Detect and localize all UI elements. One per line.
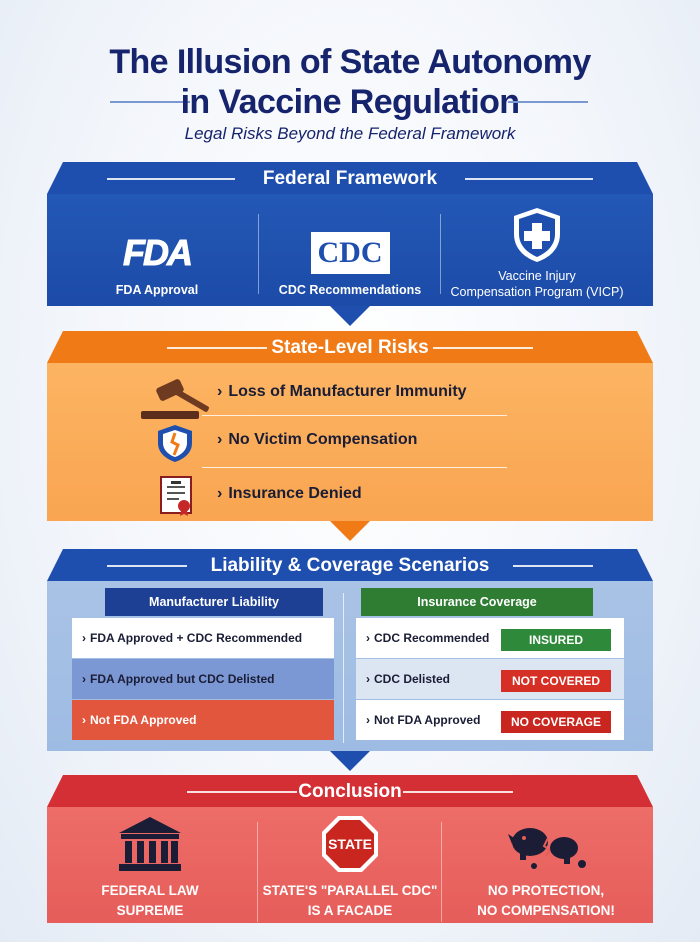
federal-framework-section: Federal Framework FDA FDA Approval CDC C… [47, 162, 653, 306]
state-facade-line-1: STATE'S "PARALLEL CDC" [262, 883, 438, 898]
arrow-down-icon [330, 521, 370, 541]
conclusion-item-no-protection: NO PROTECTION, NO COMPENSATION! [451, 815, 641, 921]
federal-item-fda: FDA FDA Approval [67, 224, 247, 298]
title-decor-line-left [110, 101, 190, 103]
risk-label: Insurance Denied [217, 485, 361, 503]
page-title-line-1: The Illusion of State Autonomy [109, 43, 591, 81]
not-covered-badge: NOT COVERED [501, 670, 611, 692]
arrow-down-icon [330, 306, 370, 326]
federal-divider [258, 214, 259, 294]
conclusion-item-state: STATE STATE'S "PARALLEL CDC" IS A FACADE [255, 815, 445, 921]
fda-logo-icon: FDA [123, 232, 194, 274]
state-facade-line-2: IS A FACADE [307, 903, 393, 918]
shield-cross-icon [432, 204, 642, 266]
risk-row: No Victim Compensation [47, 421, 653, 462]
page-subtitle: Legal Risks Beyond the Federal Framework [184, 124, 516, 143]
no-protection-line-2: NO COMPENSATION! [477, 903, 615, 918]
federal-header: Federal Framework [262, 168, 438, 189]
conclusion-body: FEDERAL LAW SUPREME STATE STATE'S "PARAL… [47, 807, 653, 923]
vicp-label-line-1: Vaccine Injury [498, 269, 576, 283]
federal-header-band: Federal Framework [47, 162, 653, 194]
manufacturer-liability-header: Manufacturer Liability [105, 588, 323, 616]
federal-item-cdc: CDC CDC Recommendations [260, 224, 440, 298]
scenarios-section: Liability & Coverage Scenarios Manufactu… [47, 549, 653, 751]
scenarios-header: Liability & Coverage Scenarios [210, 555, 490, 576]
stop-sign-icon: STATE [255, 815, 445, 873]
conclusion-divider [257, 822, 258, 922]
manufacturer-row: FDA Approved but CDC Delisted [72, 659, 334, 699]
gavel-icon [137, 375, 217, 426]
insured-badge: INSURED [501, 629, 611, 651]
risk-row: Loss of Manufacturer Immunity [47, 373, 653, 419]
federal-law-line-1: FEDERAL LAW [101, 883, 199, 898]
manufacturer-row: Not FDA Approved [72, 700, 334, 740]
cdc-logo-icon: CDC [260, 224, 440, 282]
risk-label: No Victim Compensation [217, 431, 417, 449]
courthouse-icon [55, 815, 245, 873]
federal-divider [440, 214, 441, 294]
no-coverage-badge: NO COVERAGE [501, 711, 611, 733]
risk-label: Loss of Manufacturer Immunity [217, 383, 466, 401]
scenarios-header-band: Liability & Coverage Scenarios [47, 549, 653, 581]
state-header: State-Level Risks [271, 337, 429, 358]
conclusion-section: Conclusion FEDERAL LAW SUPREME [47, 775, 653, 923]
fda-approval-label: FDA Approval [115, 283, 199, 297]
state-risks-section: State-Level Risks Loss of Manufacturer I… [47, 331, 653, 521]
federal-item-vicp: Vaccine Injury Compensation Program (VIC… [432, 204, 642, 300]
federal-body: FDA FDA Approval CDC CDC Recommendations [47, 194, 653, 306]
federal-law-line-2: SUPREME [116, 903, 184, 918]
broken-shield-icon [155, 423, 195, 468]
conclusion-header: Conclusion [298, 781, 402, 802]
manufacturer-row: FDA Approved + CDC Recommended [72, 618, 334, 658]
state-body: Loss of Manufacturer Immunity No Victim … [47, 363, 653, 521]
scenarios-divider [343, 593, 344, 743]
risk-row: Insurance Denied [47, 475, 653, 516]
state-header-band: State-Level Risks [47, 331, 653, 363]
page-title-line-2: in Vaccine Regulation [180, 83, 520, 121]
conclusion-divider [441, 822, 442, 922]
title-decor-line-right [508, 101, 588, 103]
vicp-label-line-2: Compensation Program (VICP) [450, 285, 624, 299]
cdc-recommendations-label: CDC Recommendations [278, 283, 422, 297]
conclusion-item-federal: FEDERAL LAW SUPREME [55, 815, 245, 921]
insurance-coverage-header: Insurance Coverage [361, 588, 593, 616]
no-protection-line-1: NO PROTECTION, [487, 883, 605, 898]
broken-piggy-bank-icon [451, 815, 641, 873]
conclusion-header-band: Conclusion [47, 775, 653, 807]
arrow-down-icon [330, 751, 370, 771]
denied-document-icon [157, 475, 197, 522]
